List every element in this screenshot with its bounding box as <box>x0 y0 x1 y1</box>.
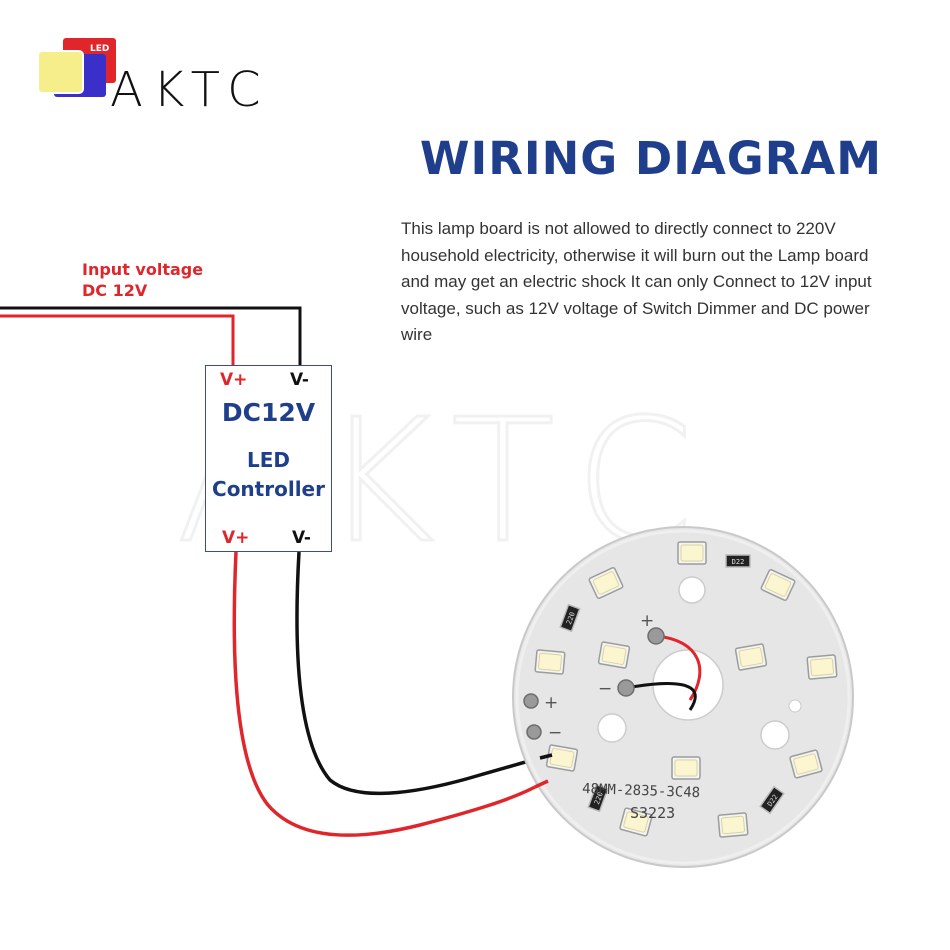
led-chip <box>671 756 701 780</box>
led-chip <box>717 812 749 838</box>
led-chip <box>534 649 566 675</box>
small-hole <box>788 699 802 713</box>
controller-top-positive: V+ <box>220 370 248 390</box>
input-voltage-label: Input voltage DC 12V <box>82 259 203 301</box>
badge-text: LED <box>90 44 109 54</box>
controller-bottom-negative: V- <box>292 528 311 548</box>
led-chip <box>760 569 796 601</box>
warning-description: This lamp board is not allowed to direct… <box>401 219 872 344</box>
controller-name-line2: Controller <box>212 477 325 501</box>
pad-minus-sign: − <box>548 723 562 743</box>
board-marking-code: S3223 <box>630 804 675 822</box>
led-chip <box>545 744 579 772</box>
mount-hole <box>597 713 627 743</box>
led-chip <box>597 641 631 669</box>
input-voltage-line2: DC 12V <box>82 281 148 300</box>
output-positive-wire <box>232 551 536 837</box>
solder-pad-positive <box>647 627 665 645</box>
resistor: 220 <box>587 783 609 813</box>
output-negative-wire <box>295 551 541 796</box>
pad-plus-sign: + <box>544 693 558 713</box>
led-chip <box>588 567 624 599</box>
board-marking: 48MM-2835-3C48 <box>582 781 701 801</box>
svg-text:220: 220 <box>565 611 577 626</box>
resistor: D22 <box>759 785 785 815</box>
board-plus-sign: + <box>640 611 654 631</box>
board-minus-sign: − <box>598 679 612 699</box>
controller-bottom-positive: V+ <box>222 528 250 548</box>
mount-hole <box>760 720 790 750</box>
input-positive-wire <box>0 314 235 370</box>
mount-hole <box>678 576 706 604</box>
board-positive-lead <box>655 634 702 701</box>
resistor: D22 <box>725 554 751 568</box>
resistor: 220 <box>559 603 581 633</box>
svg-text:D22: D22 <box>732 558 745 566</box>
led-chip <box>619 807 653 837</box>
led-chip <box>806 654 838 680</box>
board-negative-lead <box>625 682 697 711</box>
solder-pad-negative <box>617 679 635 697</box>
led-board: D22 220 220 D22 48MM-2835-3C48 S3223 + −… <box>512 526 854 868</box>
controller-top-negative: V- <box>290 370 309 390</box>
svg-text:220: 220 <box>593 791 605 806</box>
input-pad-positive <box>523 693 539 709</box>
input-negative-wire <box>0 306 302 370</box>
led-controller-box: V+ V- DC12V LED Controller V+ V- <box>205 365 332 552</box>
input-pad-negative <box>526 724 542 740</box>
led-chip <box>677 541 707 565</box>
page-title: WIRING DIAGRAM <box>419 132 882 185</box>
logo-text: AKTC <box>110 62 271 118</box>
input-voltage-line1: Input voltage <box>82 260 204 279</box>
led-chip <box>789 749 823 779</box>
controller-model: DC12V <box>221 398 316 427</box>
logo-badge-icon: LED <box>37 38 116 97</box>
controller-name: LED Controller <box>206 446 331 504</box>
led-chip <box>734 643 768 671</box>
controller-name-line1: LED <box>246 448 290 472</box>
